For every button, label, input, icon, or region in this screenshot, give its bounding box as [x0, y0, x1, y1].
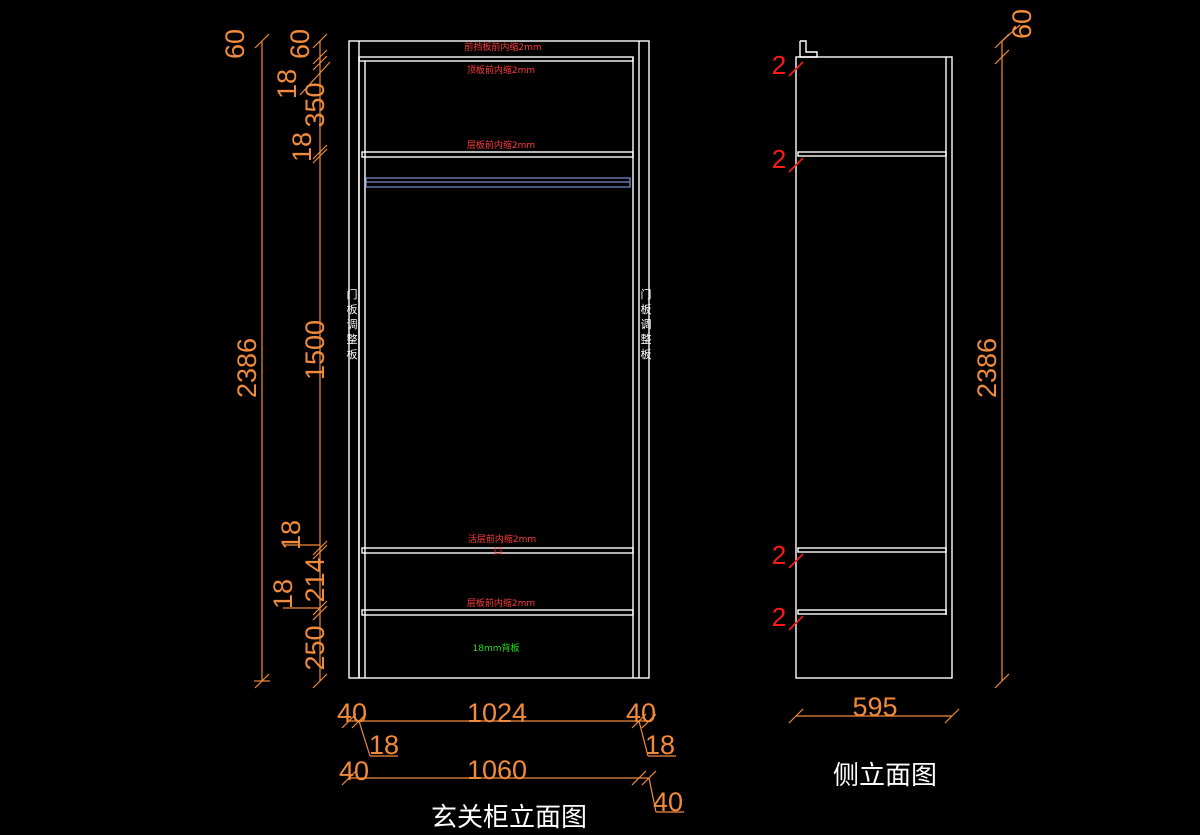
- note-small-mark: 口: [493, 547, 502, 557]
- cabinet-outer-frame: [348, 40, 650, 679]
- side-outer-frame: [795, 56, 953, 679]
- front-elevation: [348, 40, 650, 679]
- dim-18-d: 18: [268, 579, 298, 609]
- note-back-panel: 18mm背板: [473, 642, 520, 654]
- svg-text:板: 板: [641, 302, 652, 316]
- side-view-title: 侧立面图: [833, 761, 937, 791]
- side-dim-top-60: 60: [1007, 9, 1037, 39]
- side-dim-depth: 595: [852, 692, 897, 722]
- dim-right-18: 18: [645, 730, 675, 760]
- dim-total-height: 2386: [232, 338, 262, 398]
- dim-top-60-a: 60: [220, 29, 250, 59]
- svg-text:整: 整: [347, 332, 358, 346]
- dim-inner-1024: 1024: [467, 698, 527, 728]
- recess-mark-1: 2: [772, 50, 786, 80]
- front-view-title: 玄关柜立面图: [431, 803, 587, 833]
- dim-left-18: 18: [369, 730, 399, 760]
- svg-text:整: 整: [641, 332, 652, 346]
- dim-left-40-b: 40: [339, 756, 369, 786]
- door-adjust-label-right: 门 板 调 整 板: [641, 287, 652, 361]
- note-top-panel: 顶板前内缩2mm: [467, 64, 535, 76]
- dim-350: 350: [300, 82, 330, 127]
- side-dim-total-height: 2386: [972, 338, 1002, 398]
- top-panel: [358, 56, 634, 62]
- side-upper-shelf: [797, 151, 947, 157]
- front-horizontal-dim-lines: [341, 713, 684, 813]
- note-front-top-panel: 前挡板前内缩2mm: [464, 41, 541, 53]
- note-lower-shelf: 层板前内缩2mm: [467, 597, 535, 609]
- note-upper-shelf: 层板前内缩2mm: [467, 139, 535, 151]
- upper-shelf: [361, 151, 634, 158]
- dim-250: 250: [300, 625, 330, 670]
- dim-left-40-a: 40: [337, 698, 367, 728]
- movable-shelf: [361, 547, 634, 554]
- svg-text:板: 板: [347, 347, 358, 361]
- svg-text:调: 调: [641, 318, 652, 331]
- door-adjust-label-left: 门 板 调 整 板: [347, 287, 358, 361]
- side-dim-lines: [788, 24, 1021, 724]
- recess-mark-4: 2: [772, 602, 786, 632]
- side-recess-mark-lines: [788, 61, 804, 631]
- svg-text:板: 板: [347, 302, 358, 316]
- dim-1500: 1500: [300, 320, 330, 380]
- dim-right-40-a: 40: [626, 698, 656, 728]
- dim-right-40-b: 40: [653, 787, 683, 817]
- dim-total-1060: 1060: [467, 755, 527, 785]
- dim-18-a: 18: [272, 69, 302, 99]
- note-movable-shelf: 活层前内缩2mm: [468, 533, 536, 545]
- recess-mark-2: 2: [772, 144, 786, 174]
- dim-214: 214: [300, 557, 330, 602]
- side-lower-shelf: [797, 609, 947, 615]
- front-vertical-dim-lines: [254, 33, 331, 689]
- dim-18-b: 18: [287, 132, 317, 162]
- lower-shelf: [361, 609, 634, 616]
- svg-text:门: 门: [641, 287, 652, 301]
- dim-18-c: 18: [276, 520, 306, 550]
- svg-text:调: 调: [347, 318, 358, 331]
- hanging-rail: [365, 177, 631, 188]
- svg-text:门: 门: [347, 287, 358, 301]
- svg-text:板: 板: [641, 347, 652, 361]
- side-elevation: [795, 40, 953, 679]
- dim-top-60-b: 60: [285, 29, 315, 59]
- side-top-board: [799, 40, 818, 58]
- side-movable-shelf: [797, 547, 947, 553]
- recess-mark-3: 2: [772, 540, 786, 570]
